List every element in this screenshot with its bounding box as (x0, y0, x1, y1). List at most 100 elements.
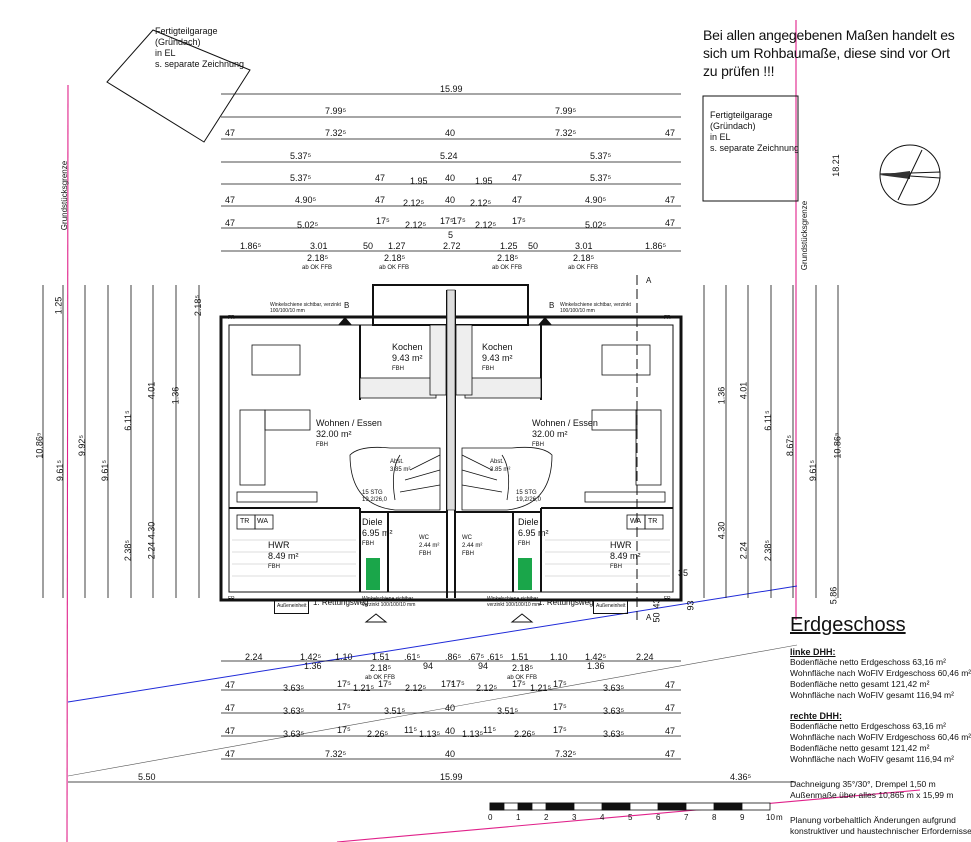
legend-outer-dims: Außenmaße über alles 10,865 m x 15,99 m (790, 790, 954, 800)
room-kochen-left: Kochen 9.43 m² FBH (392, 342, 423, 375)
room-name: Wohnen / Essen (532, 418, 598, 428)
escape-route-right: 1. Rettungsweg (538, 598, 594, 607)
dim-label: 47 (665, 195, 676, 205)
garage-left-outline (106, 29, 251, 143)
dim-label: 2.72 (443, 241, 461, 251)
dim-label: 47 (512, 195, 523, 205)
staircase-right (461, 446, 553, 511)
dim-bottom-label: 17⁵ (378, 679, 392, 689)
garage-right-line: s. separate Zeichnung (710, 143, 800, 153)
dim-bottom-label: 17⁵ (337, 679, 351, 689)
section-marker-right (538, 317, 552, 325)
garage-left-line: in EL (155, 48, 176, 58)
dim-bottom-label: ab OK FFB (507, 675, 538, 681)
room-floor-heating: FBH (518, 541, 530, 547)
stair-count: 15 STG (516, 490, 537, 496)
dim-bottom-label: 94 (478, 661, 489, 671)
dim-bottom-label: 7.32⁵ (325, 749, 347, 759)
dim-label: 47 (375, 195, 386, 205)
room-floor-heating: FBH (610, 564, 622, 570)
room-floor-heating: FBH (482, 366, 494, 372)
garage-right-line: in EL (710, 132, 731, 142)
hwr-tile-pattern (232, 539, 670, 577)
dim-bottom-label: 2.26⁵ (367, 729, 389, 739)
escape-route-left: 1. Rettungsweg (313, 598, 369, 607)
angle-rail-note-bottom-right: Winkelschiene sichtbar, verzinkt 100/100… (487, 596, 540, 608)
dim-left-label: 9.61⁵ (55, 459, 66, 482)
scale-tick: 4 (600, 813, 605, 822)
scale-tick: 9 (740, 813, 745, 822)
dim-right-label: 4.01 (738, 381, 749, 400)
dim-bottom-label: 3.63⁵ (603, 729, 625, 739)
dim-bottom-label: 47 (665, 749, 676, 759)
room-floor-heating: FBH (419, 551, 431, 557)
room-area: 8.49 m² (610, 551, 641, 561)
stair-label-left: 15 STG 19,2/26,0 (362, 490, 387, 504)
legend-panel: Erdgeschoss linke DHH: Bodenfläche netto… (790, 614, 971, 837)
rail-note: Winkelschiene sichtbar, (487, 596, 540, 602)
fr-label: FR (228, 596, 235, 602)
wa-label: WA (630, 518, 642, 525)
garage-left-line: (Gründach) (155, 37, 201, 47)
dimension-lines-bottom (68, 660, 796, 783)
dim-label: 17⁵ (440, 216, 454, 226)
room-diele-left: Diele 6.95 m² FBH (362, 517, 393, 550)
stair-ratio: 19,2/26,0 (362, 497, 388, 503)
dim-label: 3.01 (575, 241, 593, 251)
north-arrow-icon (879, 144, 941, 206)
dim-right-label: 6.11⁵ (762, 410, 773, 431)
exit-sign-right (518, 558, 532, 590)
rail-note: Winkelschiene sichtbar, verzinkt (560, 302, 631, 308)
legend-right-line: Bodenfläche netto gesamt 121,42 m² (790, 743, 930, 753)
room-area: 3.85 m² (490, 467, 511, 473)
dim-label: 2.18⁵ (384, 253, 406, 263)
dim-bottom-label: 3.51⁵ (384, 706, 406, 716)
rail-note: verzinkt 100/100/10 mm (362, 602, 416, 608)
dim-right-label: 4.30 (716, 521, 727, 540)
room-area: 3.85 m² (390, 467, 411, 473)
scale-tick: 6 (656, 813, 661, 822)
dim-label: 5.37⁵ (590, 173, 612, 183)
dim-bottom-label: 1.36 (587, 661, 605, 671)
dim-label: 2.12⁵ (403, 198, 425, 208)
dim-bottom-label: 11⁵ (404, 725, 418, 735)
dim-label: 1.95 (410, 176, 428, 186)
dim-bottom-label: .61⁵ (487, 652, 504, 662)
dim-bottom-label: ab OK FFB (365, 675, 396, 681)
dim-right-label: 1.36 (716, 386, 727, 405)
dim-label: 47 (225, 218, 236, 228)
section-a-label-bottom: A (646, 613, 652, 622)
legend-title: Erdgeschoss (790, 614, 906, 636)
dim-label: ab OK FFB (492, 265, 523, 271)
dim-label: 1.86⁵ (240, 241, 262, 251)
dim-bottom-label: 1.13⁵ (462, 729, 484, 739)
stair-count: 15 STG (362, 490, 383, 496)
legend-left-line: Wohnfläche nach WoFIV Erdgeschoss 60,46 … (790, 668, 971, 678)
dim-top-half-left: 7.99⁵ (325, 106, 347, 116)
rail-note: 100/100/10 mm (560, 308, 595, 314)
tr-label: TR (648, 518, 658, 525)
dim-label: 4.90⁵ (295, 195, 317, 205)
dim-bottom-label: .67⁵ (468, 652, 485, 662)
dim-label: 5.02⁵ (297, 220, 319, 230)
room-abst-left: Abst. 3.85 m² (390, 458, 410, 474)
dim-bottom-label: 17⁵ (451, 679, 465, 689)
dim-bottom-label: 40 (445, 726, 456, 736)
scale-tick: 8 (712, 813, 717, 822)
dim-bottom-label: 7.32⁵ (555, 749, 577, 759)
boundary-label-right: Grundstücksgrenze (800, 200, 810, 271)
dim-bottom-label: 40 (445, 749, 456, 759)
exit-sign-left (366, 558, 380, 590)
room-floor-heating: FBH (462, 551, 474, 557)
legend-right-line: Wohnfläche nach WoFIV gesamt 116,94 m² (790, 754, 954, 764)
dim-label: 2.18⁵ (573, 253, 595, 263)
dim-bottom-label: 47 (665, 680, 676, 690)
dim-right-label: 8.67⁵ (785, 434, 796, 457)
garage-left-line: s. separate Zeichnung (155, 59, 245, 69)
angle-rail-note-top-right: Winkelschiene sichtbar, verzinkt 100/100… (560, 302, 631, 314)
garage-left-label: Fertigteilgarage (Gründach) in EL s. sep… (155, 26, 244, 70)
rail-note: Winkelschiene sichtbar, verzinkt (270, 302, 341, 308)
section-b-label-right: B (549, 301, 555, 310)
dim-bottom-label: 3.63⁵ (283, 729, 305, 739)
garage-right-line: Fertigteilgarage (710, 110, 773, 120)
